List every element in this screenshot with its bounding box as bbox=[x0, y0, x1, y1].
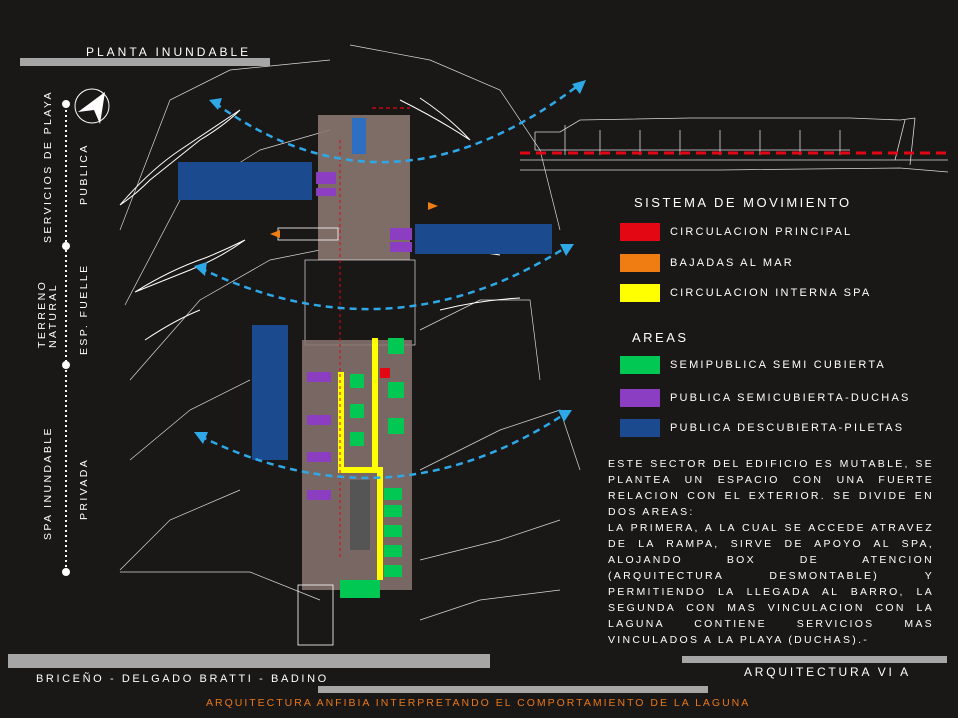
movement-arrows bbox=[199, 83, 581, 480]
label-natural: NATURAL bbox=[47, 282, 59, 348]
legend-item-circulacion-interna-spa: CIRCULACION INTERNA SPA bbox=[620, 283, 871, 303]
footer-bar-right bbox=[682, 656, 947, 663]
legend-swatch bbox=[620, 284, 660, 302]
legend-item-bajadas-al-mar: BAJADAS AL MAR bbox=[620, 253, 794, 273]
legend-movement-title: SISTEMA DE MOVIMIENTO bbox=[634, 195, 852, 210]
legend-label: BAJADAS AL MAR bbox=[670, 257, 794, 269]
legend-swatch bbox=[620, 419, 660, 437]
label-publica-top: PUBLICA bbox=[78, 143, 90, 205]
label-spa-inundable: SPA INUNDABLE bbox=[42, 426, 54, 540]
legend-label: PUBLICA SEMICUBIERTA-DUCHAS bbox=[670, 392, 911, 404]
label-privada: PRIVADA bbox=[78, 457, 90, 520]
label-esp-fuelle: ESP. FUELLE bbox=[78, 263, 90, 355]
terrain-contours bbox=[119, 44, 581, 621]
vegetation-marks bbox=[119, 97, 521, 341]
label-servicios-de-playa: SERVICIOS DE PLAYA bbox=[42, 90, 54, 243]
page-title: PLANTA INUNDABLE bbox=[86, 45, 252, 59]
legend-swatch bbox=[620, 254, 660, 272]
description-text: ESTE SECTOR DEL EDIFICIO ES MUTABLE, SE … bbox=[608, 456, 934, 648]
pools bbox=[178, 162, 552, 460]
legend-swatch bbox=[620, 356, 660, 374]
legend-swatch bbox=[620, 223, 660, 241]
description-paragraph-2: LA PRIMERA, A LA CUAL SE ACCEDE ATRAVEZ … bbox=[608, 522, 934, 646]
legend-label: CIRCULACION PRINCIPAL bbox=[670, 226, 853, 238]
footer-bar-center bbox=[318, 686, 708, 693]
showers bbox=[307, 172, 412, 500]
course-label: ARQUITECTURA VI A bbox=[744, 665, 911, 679]
legend-item-semipublica: SEMIPUBLICA SEMI CUBIERTA bbox=[620, 355, 886, 375]
legend-item-publica-descubierta: PUBLICA DESCUBIERTA-PILETAS bbox=[620, 418, 904, 438]
authors-label: BRICEÑO - DELGADO BRATTI - BADINO bbox=[36, 673, 329, 685]
legend-label: CIRCULACION INTERNA SPA bbox=[670, 287, 872, 299]
section-elevation bbox=[520, 117, 949, 173]
title-underline bbox=[20, 58, 270, 66]
legend-label: PUBLICA DESCUBIERTA-PILETAS bbox=[670, 422, 905, 434]
legend-item-circulacion-principal: CIRCULACION PRINCIPAL bbox=[620, 222, 852, 242]
footer-bar-left bbox=[8, 654, 490, 668]
legend-item-publica-semicubierta: PUBLICA SEMICUBIERTA-DUCHAS bbox=[620, 388, 911, 408]
zone-markers bbox=[62, 100, 70, 576]
legend-label: SEMIPUBLICA SEMI CUBIERTA bbox=[670, 359, 886, 371]
description-paragraph-1: ESTE SECTOR DEL EDIFICIO ES MUTABLE, SE … bbox=[608, 458, 934, 518]
north-arrow-icon bbox=[74, 88, 110, 124]
arrowheads bbox=[194, 80, 586, 444]
semi-covered-areas bbox=[340, 338, 404, 598]
legend-areas-title: AREAS bbox=[632, 330, 689, 345]
project-subtitle: ARQUITECTURA ANFIBIA INTERPRETANDO EL CO… bbox=[206, 697, 751, 709]
circulation-lines bbox=[270, 107, 438, 580]
legend-swatch bbox=[620, 389, 660, 407]
